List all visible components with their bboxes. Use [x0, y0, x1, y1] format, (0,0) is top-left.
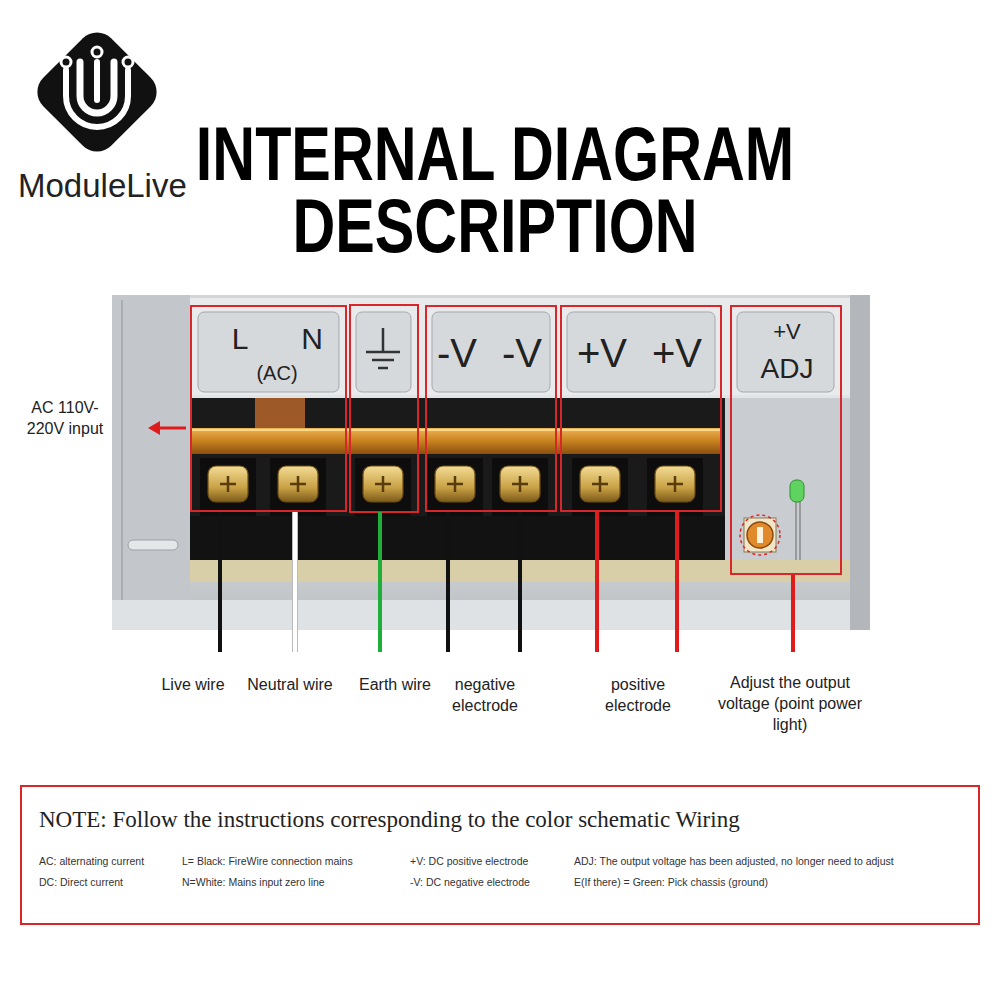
adjust-group: +V ADJ [730, 305, 842, 575]
input-arrow [148, 421, 186, 435]
wire-label: Adjust the output voltage (point power l… [715, 673, 865, 735]
note-box: NOTE: Follow the instructions correspond… [20, 785, 980, 925]
earth-frame [350, 305, 418, 512]
terminal-label: (AC) [256, 362, 297, 385]
wire-label: negative electrode [439, 675, 531, 717]
wires [220, 512, 793, 652]
terminal-label: L [232, 322, 249, 357]
wire-label: Earth wire [350, 675, 440, 696]
note-text: L= Black: FireWire connection mains [182, 855, 407, 867]
terminal-label: +V [577, 330, 627, 376]
wire-label: Live wire [148, 675, 238, 696]
note-text: +V: DC positive electrode [410, 855, 570, 867]
note-text: E(If there) = Green: Pick chassis (groun… [574, 876, 974, 888]
terminal-group: L N(AC) [190, 305, 347, 512]
psu-chassis [112, 295, 870, 630]
logo-text: ModuleLive [18, 165, 238, 208]
terminal-group: +V +V [560, 305, 722, 512]
terminal-group: -V -V [425, 305, 557, 512]
terminal-label: +V [652, 330, 702, 376]
terminal-label: -V [502, 330, 542, 376]
terminal-label: +V [773, 319, 801, 344]
terminal-block [190, 398, 725, 560]
terminal-label: N [301, 322, 323, 357]
earth-symbol [366, 328, 400, 368]
note-text: ADJ: The output voltage has been adjuste… [574, 855, 974, 867]
wire-label: Neutral wire [240, 675, 340, 696]
note-text: -V: DC negative electrode [410, 876, 570, 888]
note-text: AC: alternating current [39, 855, 179, 867]
terminal-label: -V [437, 330, 477, 376]
label-plates [198, 312, 834, 392]
note-heading: NOTE: Follow the instructions correspond… [39, 807, 959, 833]
terminal-screws [208, 466, 695, 502]
input-label: AC 110V-220V input [15, 398, 115, 440]
terminal-label: ADJ [761, 353, 814, 385]
note-text: DC: Direct current [39, 876, 179, 888]
note-text: N=White: Mains input zero line [182, 876, 407, 888]
page-title: INTERNAL DIAGRAM DESCRIPTION [105, 118, 885, 262]
logo-icon [29, 24, 165, 160]
wire-label: positive electrode [592, 675, 684, 717]
